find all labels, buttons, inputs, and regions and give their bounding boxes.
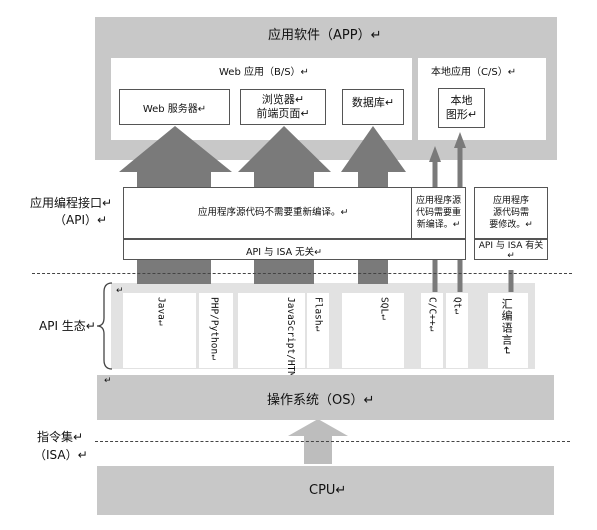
api-recompile-line2: 代码需要重 xyxy=(415,207,461,218)
database-label: 数据库↵ xyxy=(351,96,395,109)
eco-sql-text: SQL↵ xyxy=(378,297,390,320)
eco-c-cpp-text: C/C++↵ xyxy=(426,297,438,332)
eco-php-python-box xyxy=(199,293,233,368)
eco-sql-box xyxy=(342,293,404,368)
os-title: 操作系统（OS）↵ xyxy=(267,393,375,408)
left-curly-brace-icon xyxy=(96,282,113,370)
api-recompile-line3: 新编译。↵ xyxy=(416,220,461,231)
api-modify-line2: 源代码需 xyxy=(492,207,529,218)
ecosystem-marker: ↵ xyxy=(116,286,124,296)
ecosystem-label: API 生态↵ xyxy=(39,319,96,333)
api-modify-box: 应用程序 源代码需 要修改。↵ xyxy=(474,187,548,239)
api-ecosystem-divider xyxy=(32,273,572,274)
api-isa-dependent-box: API 与 ISA 有关↵ xyxy=(474,239,548,261)
eco-flash-text: Flash↵ xyxy=(312,297,324,332)
eco-c-cpp-box xyxy=(421,293,443,368)
cpu-layer xyxy=(97,466,554,515)
eco-assembly-text: 汇编语言↵ xyxy=(500,298,514,357)
web-server-box: Web 服务器↵ xyxy=(119,89,230,125)
isa-label-line2: （ISA）↵ xyxy=(34,448,88,462)
api-isa-independent-box xyxy=(123,239,466,260)
api-recompile-box: 应用程序源 代码需要重 新编译。↵ xyxy=(411,187,466,239)
app-title: 应用软件（APP）↵ xyxy=(268,28,382,43)
eco-js-box xyxy=(238,293,305,368)
eco-assembly-box xyxy=(488,293,528,368)
api-modify-line3: 要修改。↵ xyxy=(489,220,533,231)
web-server-label: Web 服务器↵ xyxy=(142,103,207,115)
local-graphics-box: 本地 图形↵ xyxy=(438,88,485,128)
api-isa-dependent-text: API 与 ISA 有关↵ xyxy=(478,241,544,261)
browser-box: 浏览器↵ 前端页面↵ xyxy=(240,89,326,125)
eco-flash-box xyxy=(307,293,329,368)
api-isa-independent-text: API 与 ISA 无关↵ xyxy=(246,247,323,258)
local-graphics-line2: 图形↵ xyxy=(445,108,478,121)
browser-label-line2: 前端页面↵ xyxy=(256,107,310,120)
cpu-title: CPU↵ xyxy=(309,483,347,498)
os-layer xyxy=(97,375,554,420)
api-modify-line1: 应用程序 xyxy=(492,195,529,206)
api-interface-label-line2: （API）↵ xyxy=(54,213,108,227)
browser-label-line1: 浏览器↵ xyxy=(261,93,305,107)
eco-php-python-text: PHP/Python↵ xyxy=(208,297,220,360)
api-no-recompile-text: 应用程序源代码不需要重新编译。↵ xyxy=(198,207,349,218)
isa-label-line1: 指令集↵ xyxy=(37,430,84,444)
eco-java-box xyxy=(123,293,196,368)
api-interface-label-line1: 应用编程接口↵ xyxy=(30,196,113,210)
local-app-title: 本地应用（C/S）↵ xyxy=(431,67,517,78)
eco-qt-box xyxy=(446,293,468,368)
eco-java-text: Java↵ xyxy=(155,297,167,326)
local-graphics-line1: 本地 xyxy=(450,94,473,108)
os-cpu-divider xyxy=(95,441,570,442)
database-box: 数据库↵ xyxy=(342,89,404,125)
api-no-recompile-box xyxy=(123,187,412,239)
eco-qt-text: Qt↵ xyxy=(451,297,463,315)
os-marker: ↵ xyxy=(104,376,112,386)
web-app-title: Web 应用（B/S）↵ xyxy=(219,67,309,78)
api-recompile-line1: 应用程序源 xyxy=(415,195,461,206)
eco-js-text: JavaScript/HTML/CSS↵ xyxy=(285,297,296,412)
